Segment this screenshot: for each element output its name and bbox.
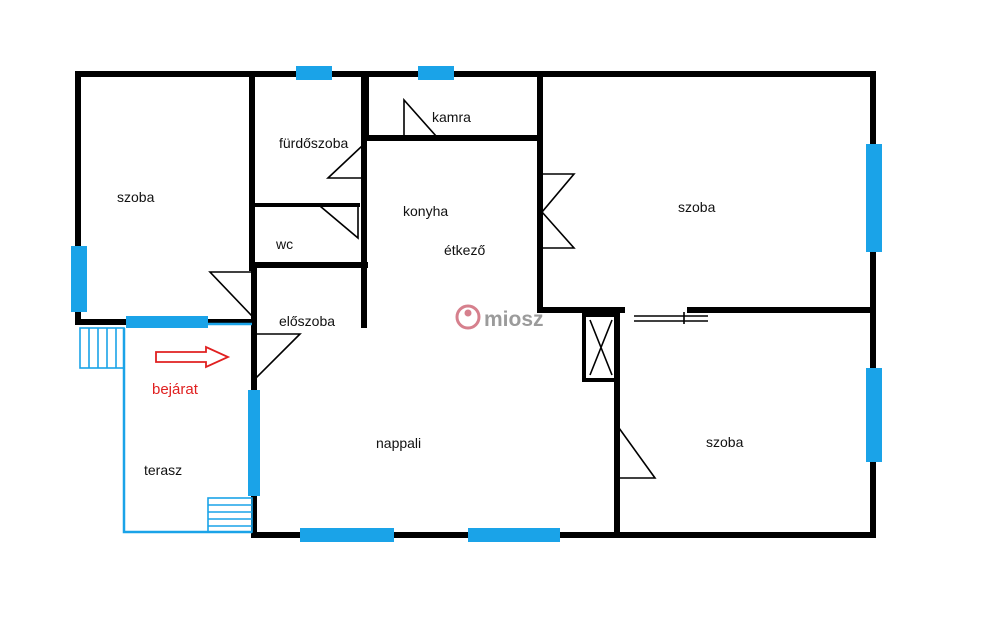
window-living-bottom-2 [468,528,560,542]
chimney-box [582,313,620,382]
label-bathroom: fürdőszoba [279,135,348,151]
walls [75,71,876,538]
label-wc: wc [275,236,293,252]
label-entrance: bejárat [152,381,199,398]
window-pantry [418,66,454,80]
door-bottom-right-room [618,425,657,479]
window-living-bottom-1 [300,528,394,542]
watermark-logo: miosz [455,304,544,331]
window-living-west [248,390,260,496]
chimney-cross [589,319,613,376]
window-top-right-room [866,144,882,252]
door-bathroom [325,144,363,179]
door-pantry [403,97,438,137]
window-bath [296,66,332,80]
door-top-right-room-2 [541,209,576,249]
door-sliding [634,312,708,324]
logo-text: miosz [484,308,544,331]
doors [208,97,708,479]
window-left-room [71,246,87,312]
logo-icon [455,304,481,330]
door-top-right-room-1 [541,173,576,215]
label-hall: előszoba [279,313,335,329]
stairs-left [79,327,125,369]
window-bottom-right-room [866,368,882,462]
label-room-bottom-right: szoba [706,434,744,450]
entrance-arrow-icon [155,345,231,369]
label-kitchen: konyha [403,203,448,219]
terrace [79,322,253,534]
label-pantry: kamra [432,109,471,125]
windows [71,66,882,542]
stairs-bottom [207,497,253,533]
door-entrance [255,333,302,380]
door-wc [317,205,359,240]
label-room-left: szoba [117,189,155,205]
door-left-room [208,271,253,318]
window-left-room-bottom [126,316,208,328]
stairs-left-treads [88,328,117,368]
label-dining: étkező [444,242,485,258]
label-terrace: terasz [144,462,182,478]
terrace-outline [122,328,252,534]
label-living: nappali [376,435,421,451]
stairs-bottom-treads [208,504,252,527]
label-room-top-right: szoba [678,199,716,215]
